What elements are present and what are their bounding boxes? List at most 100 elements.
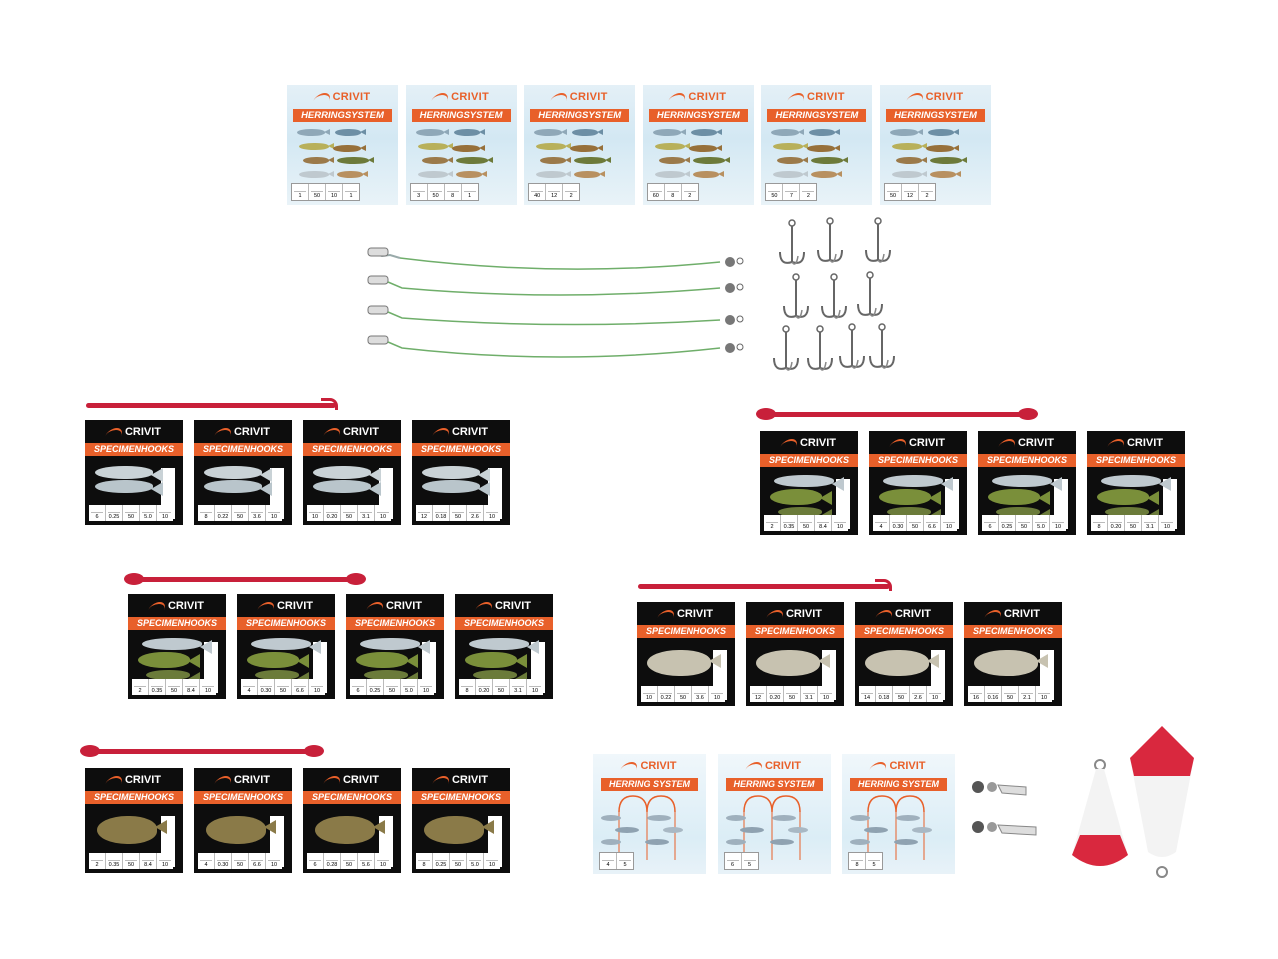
- spec-value: 50: [313, 193, 321, 199]
- brand-logo: CRIVIT: [643, 91, 754, 103]
- brand-swoosh-icon: [1107, 439, 1127, 448]
- spec-value: 12: [551, 193, 558, 199]
- brand-logo: CRIVIT: [128, 600, 226, 612]
- brand-logo: CRIVIT: [85, 774, 183, 786]
- spec-value: 5: [623, 862, 627, 868]
- card-title: HERRINGSYSTEM: [293, 109, 392, 122]
- fish-icon: [299, 143, 334, 150]
- spec-value: 50: [1020, 524, 1028, 530]
- brand-name: CRIVIT: [124, 426, 162, 438]
- disgorger-tool: [124, 573, 366, 585]
- fish-icon: [337, 157, 374, 164]
- spec-value: 1: [468, 193, 472, 199]
- treble-hook-icon: [817, 217, 843, 263]
- brand-name: CRIVIT: [569, 91, 608, 103]
- fish-icon: [574, 157, 612, 164]
- brand-swoosh-icon: [787, 93, 807, 102]
- brand-logo: CRIVIT: [842, 760, 955, 772]
- brand-name: CRIVIT: [494, 600, 532, 612]
- fish-icon: [658, 157, 690, 164]
- spec-value: 6: [313, 862, 317, 868]
- snap-swivel-icon: [972, 821, 1037, 836]
- brand-name: CRIVIT: [332, 91, 371, 103]
- spec-value: 60: [652, 193, 659, 199]
- spec-value: 4: [204, 862, 208, 868]
- spec-value: 40: [534, 193, 541, 199]
- card-title: SPECIMENHOOKS: [455, 617, 553, 630]
- brand-swoosh-icon: [431, 93, 452, 102]
- brand-name: CRIVIT: [233, 426, 271, 438]
- perch-fish-icon: [774, 475, 844, 491]
- spec-value: 50: [788, 695, 796, 701]
- spec-value: 5: [872, 862, 876, 868]
- snap-swivels: [972, 781, 1037, 836]
- carp-fish-icon: [206, 816, 276, 844]
- brand-swoosh-icon: [214, 428, 234, 437]
- treble-hook-icon: [839, 323, 865, 369]
- card-title: SPECIMENHOOKS: [412, 791, 510, 804]
- spec-value: 5.0: [1037, 524, 1045, 530]
- spec-value: 3.1: [1146, 524, 1154, 530]
- perch-fish-icon: [251, 638, 321, 654]
- fish-icon: [421, 157, 453, 164]
- carp-fish-icon: [97, 816, 167, 844]
- card-title: SPECIMENHOOKS: [194, 443, 292, 456]
- perch-fish-icon: [356, 652, 418, 669]
- spec-value: 10: [330, 193, 338, 199]
- brand-logo: CRIVIT: [346, 600, 444, 612]
- perch-fish-icon: [138, 652, 200, 669]
- carp-fish-icon: [424, 816, 494, 844]
- brand-name: CRIVIT: [451, 774, 489, 786]
- trout-fish-icon: [204, 480, 272, 496]
- fish-icon: [455, 157, 493, 164]
- spec-value: 10: [204, 688, 212, 694]
- fish-icon: [688, 145, 722, 152]
- fish-icon: [811, 171, 843, 178]
- spec-value: 10: [311, 514, 319, 520]
- spec-value: 50: [771, 193, 778, 199]
- snap-swivel-icon: [972, 781, 1027, 796]
- brand-swoosh-icon: [620, 762, 641, 771]
- fish-icon: [690, 129, 722, 136]
- spec-value: 3: [417, 193, 421, 199]
- brand-logo: CRIVIT: [85, 426, 183, 438]
- leader-3: [367, 305, 744, 326]
- fish-icon: [654, 143, 690, 150]
- spec-value: 5: [747, 862, 752, 868]
- brand-swoosh-icon: [475, 602, 495, 611]
- disgorger-tool: [80, 745, 324, 757]
- card-title: SPECIMENHOOKS: [303, 791, 401, 804]
- brand-name: CRIVIT: [1126, 437, 1164, 449]
- fish-icon: [771, 129, 805, 136]
- spec-value: 50: [454, 862, 462, 868]
- spec-value: 10: [270, 514, 278, 520]
- brand-name: CRIVIT: [167, 600, 205, 612]
- spec-value: 5.0: [144, 514, 152, 520]
- brand-logo: CRIVIT: [412, 426, 510, 438]
- fish-icon: [652, 129, 686, 136]
- spec-value: 50: [432, 193, 439, 199]
- perch-fish-icon: [1097, 489, 1159, 506]
- roach-fish-icon: [865, 650, 939, 676]
- spec-value: 10: [488, 862, 496, 868]
- fish-icon: [451, 145, 485, 152]
- treble-hook-icon: [865, 217, 891, 263]
- brand-logo: CRIVIT: [880, 91, 991, 103]
- brand-swoosh-icon: [766, 610, 786, 619]
- spec-value: 4: [247, 688, 251, 694]
- spec-value: 10: [713, 695, 721, 701]
- card-title: HERRINGSYSTEM: [530, 109, 630, 122]
- spec-value: 6.6: [296, 688, 304, 694]
- brand-name: CRIVIT: [688, 91, 727, 103]
- spec-value: 5.6: [362, 862, 370, 868]
- spec-value: 50: [236, 862, 244, 868]
